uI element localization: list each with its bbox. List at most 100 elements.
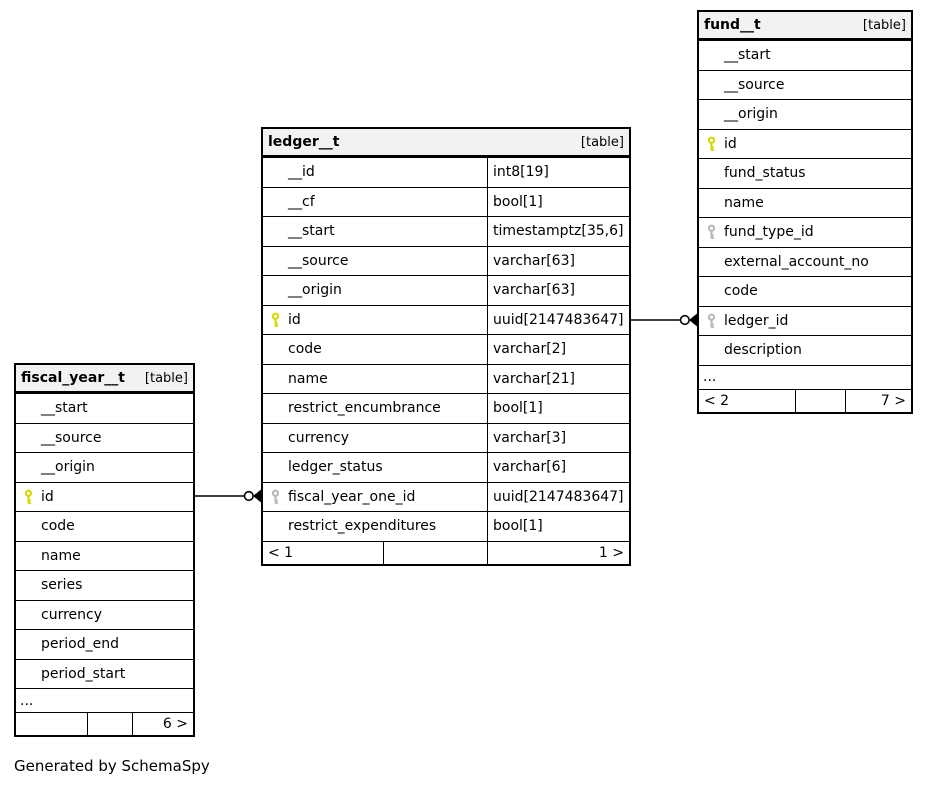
column-name-text: __cf <box>288 193 315 210</box>
foreign-key-icon <box>707 313 716 328</box>
column-row-__cf: __cf bool[1] <box>263 186 629 217</box>
column-name: fund_status <box>699 159 911 188</box>
table-header[interactable]: ledger__t[table] <box>263 129 629 157</box>
column-row-__start: __start <box>699 40 911 70</box>
column-row-__source: __source <box>699 69 911 99</box>
column-name: fund_type_id <box>699 218 911 247</box>
column-name: ledger_id <box>699 307 911 336</box>
footer-cell-mid <box>383 541 487 564</box>
column-name: __origin <box>16 453 193 482</box>
table-fiscal_year__t[interactable]: fiscal_year__t[table] __start __source __or… <box>14 363 195 737</box>
table-header[interactable]: fund__t[table] <box>699 12 911 40</box>
column-name: __source <box>16 424 193 453</box>
column-name: __start <box>263 217 487 246</box>
column-name-text: currency <box>41 606 102 623</box>
column-name-text: __start <box>288 223 335 240</box>
column-name-text: __origin <box>288 282 342 299</box>
column-name: __start <box>699 41 911 70</box>
column-name: fiscal_year_one_id <box>263 483 487 512</box>
table-footer: 6 > <box>16 712 193 735</box>
table-name: fiscal_year__t <box>21 370 125 386</box>
column-name-text: __origin <box>724 106 778 123</box>
primary-key-icon <box>707 136 716 151</box>
ellipsis-row: ... <box>699 364 911 389</box>
footer-cell-left: < 2 <box>704 392 730 409</box>
column-name: __cf <box>263 188 487 217</box>
column-name-text: external_account_no <box>724 253 869 270</box>
relationship-fiscal_year-ledger <box>193 488 262 504</box>
generated-by-note: Generated by SchemaSpy <box>14 757 210 775</box>
column-name-text: id <box>288 311 301 328</box>
column-name-text: id <box>41 488 54 505</box>
column-name: period_end <box>16 630 193 659</box>
column-type: bool[1] <box>487 187 629 216</box>
column-name: period_start <box>16 660 193 689</box>
column-name-text: id <box>724 135 737 152</box>
column-name: code <box>699 277 911 306</box>
column-row-series: series <box>16 570 193 600</box>
column-type: uuid[2147483647] <box>487 482 629 511</box>
column-type: varchar[6] <box>487 453 629 482</box>
column-row-period_start: period_start <box>16 658 193 689</box>
column-row-name: name <box>16 540 193 571</box>
column-name-text: name <box>41 547 81 564</box>
column-name-text: ledger_id <box>724 312 789 329</box>
footer-cell-mid <box>795 389 845 412</box>
column-type: int8[19] <box>487 158 629 187</box>
column-name-text: __source <box>288 252 349 269</box>
primary-key-icon <box>271 312 280 327</box>
column-name: name <box>263 365 487 394</box>
column-name: __origin <box>263 276 487 305</box>
column-row-id: id <box>699 128 911 159</box>
column-row-currency: currency <box>16 599 193 630</box>
column-name: name <box>16 542 193 571</box>
table-tag: [table] <box>580 134 624 150</box>
column-name: __start <box>16 394 193 423</box>
column-name: id <box>699 130 911 159</box>
column-name: external_account_no <box>699 248 911 277</box>
column-name: restrict_encumbrance <box>263 394 487 423</box>
foreign-key-icon <box>707 224 716 240</box>
column-row-fund_status: fund_status <box>699 158 911 188</box>
column-name-text: __origin <box>41 459 95 476</box>
table-header[interactable]: fiscal_year__t[table] <box>16 365 193 393</box>
foreign-key-icon <box>271 489 280 504</box>
column-name-text: restrict_encumbrance <box>288 400 441 417</box>
column-name: code <box>263 335 487 364</box>
column-name-text: series <box>41 577 83 594</box>
footer-cell-left <box>16 713 87 735</box>
column-row-fiscal_year_one_id: fiscal_year_one_id uuid[2147483647] <box>263 481 629 512</box>
column-row-__origin: __origin <box>16 452 193 482</box>
footer-cell-right: 1 > <box>487 541 629 564</box>
column-row-code: code <box>699 276 911 306</box>
column-row-__source: __source <box>16 422 193 453</box>
column-row-description: description <box>699 335 911 365</box>
column-type: varchar[63] <box>487 276 629 305</box>
column-name-text: period_start <box>41 665 126 682</box>
column-name: id <box>263 306 487 335</box>
column-name: __origin <box>699 100 911 129</box>
column-name-text: fiscal_year_one_id <box>288 488 416 505</box>
column-name: currency <box>16 601 193 630</box>
column-type: bool[1] <box>487 394 629 423</box>
column-row-name: name <box>699 187 911 217</box>
column-type: bool[1] <box>487 512 629 541</box>
column-name-text: __start <box>41 400 88 417</box>
column-row-period_end: period_end <box>16 629 193 659</box>
column-row-__origin: __origin <box>699 99 911 129</box>
column-name-text: code <box>724 283 758 300</box>
column-name: code <box>16 512 193 541</box>
column-name-text: fund_status <box>724 165 806 182</box>
column-name: id <box>16 483 193 512</box>
column-name-text: currency <box>288 429 349 446</box>
